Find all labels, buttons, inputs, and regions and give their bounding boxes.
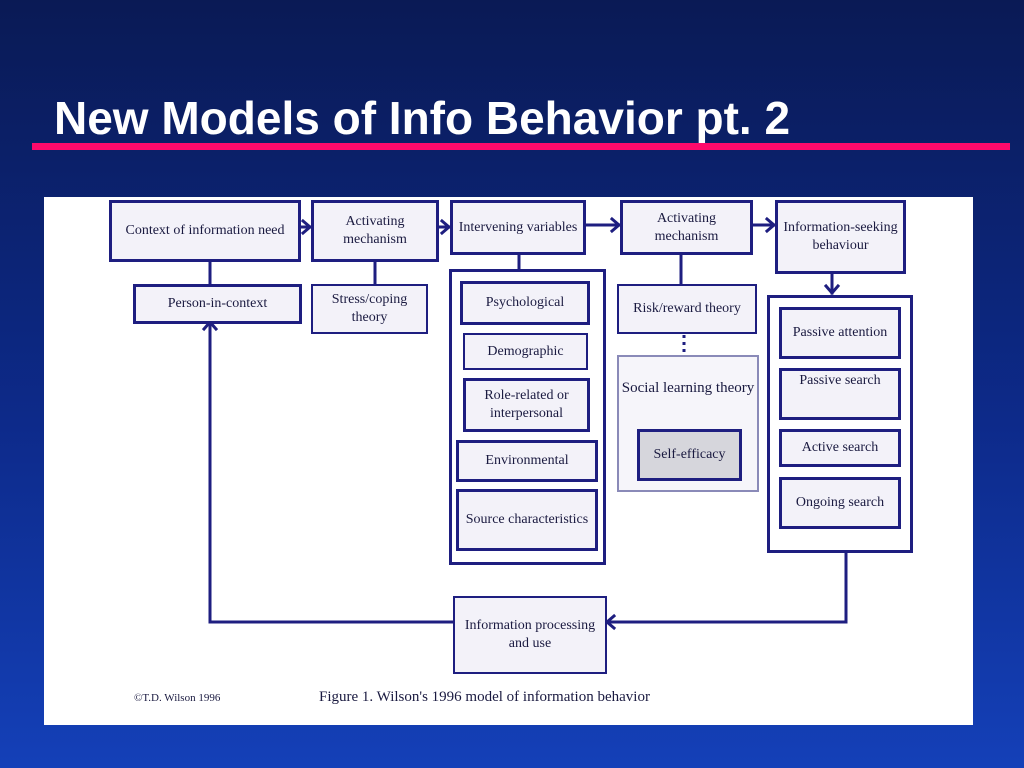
environmental-box: Environmental	[456, 440, 598, 482]
activating-mechanism-box: Activating mechanism	[311, 200, 439, 262]
arrow-activating2-to-seeking-head	[764, 216, 777, 234]
arrow-processing-to-person	[208, 320, 456, 624]
information-processing-and-use-box: Information processing and use	[453, 596, 607, 674]
figure-caption: Figure 1. Wilson's 1996 model of informa…	[319, 689, 650, 705]
role-related-or-interpersonal-box: Role-related or interpersonal	[463, 378, 590, 432]
self-efficacy-box: Self-efficacy	[637, 429, 742, 481]
stress-coping-theory-box: Stress/coping theory	[311, 284, 428, 334]
arrow-context-to-activating-head	[300, 218, 313, 236]
source-characteristics-box: Source characteristics	[456, 489, 598, 551]
arrow-activating-to-intervening-head	[439, 218, 452, 236]
arrow-search-to-processing	[605, 551, 848, 624]
demographic-box: Demographic	[463, 333, 588, 370]
passive-search-box: Passive search	[779, 368, 901, 420]
slide-title: New Models of Info Behavior pt. 2	[54, 92, 791, 144]
context-of-information-need-box: Context of information need	[109, 200, 301, 262]
social-learning-theory-label: Social learning theory	[621, 380, 755, 396]
wilson-model-figure: Context of information need Activating m…	[44, 197, 973, 725]
activating-mechanism-2-box: Activating mechanism	[620, 200, 753, 255]
arrow-intervening-to-activating2-head	[609, 216, 622, 234]
arrow-search-to-processing-head	[604, 613, 617, 631]
active-search-box: Active search	[779, 429, 901, 467]
arrow-seeking-to-search-group-head	[823, 283, 841, 296]
psychological-box: Psychological	[460, 281, 590, 325]
person-in-context-box: Person-in-context	[133, 284, 302, 324]
information-seeking-behaviour-box: Information-seeking behaviour	[775, 200, 906, 274]
passive-attention-box: Passive attention	[779, 307, 901, 359]
copyright-note: ©T.D. Wilson 1996	[134, 692, 221, 704]
intervening-variables-box: Intervening variables	[450, 200, 586, 255]
risk-reward-theory-box: Risk/reward theory	[617, 284, 757, 334]
ongoing-search-box: Ongoing search	[779, 477, 901, 529]
title-underline	[32, 143, 1010, 150]
